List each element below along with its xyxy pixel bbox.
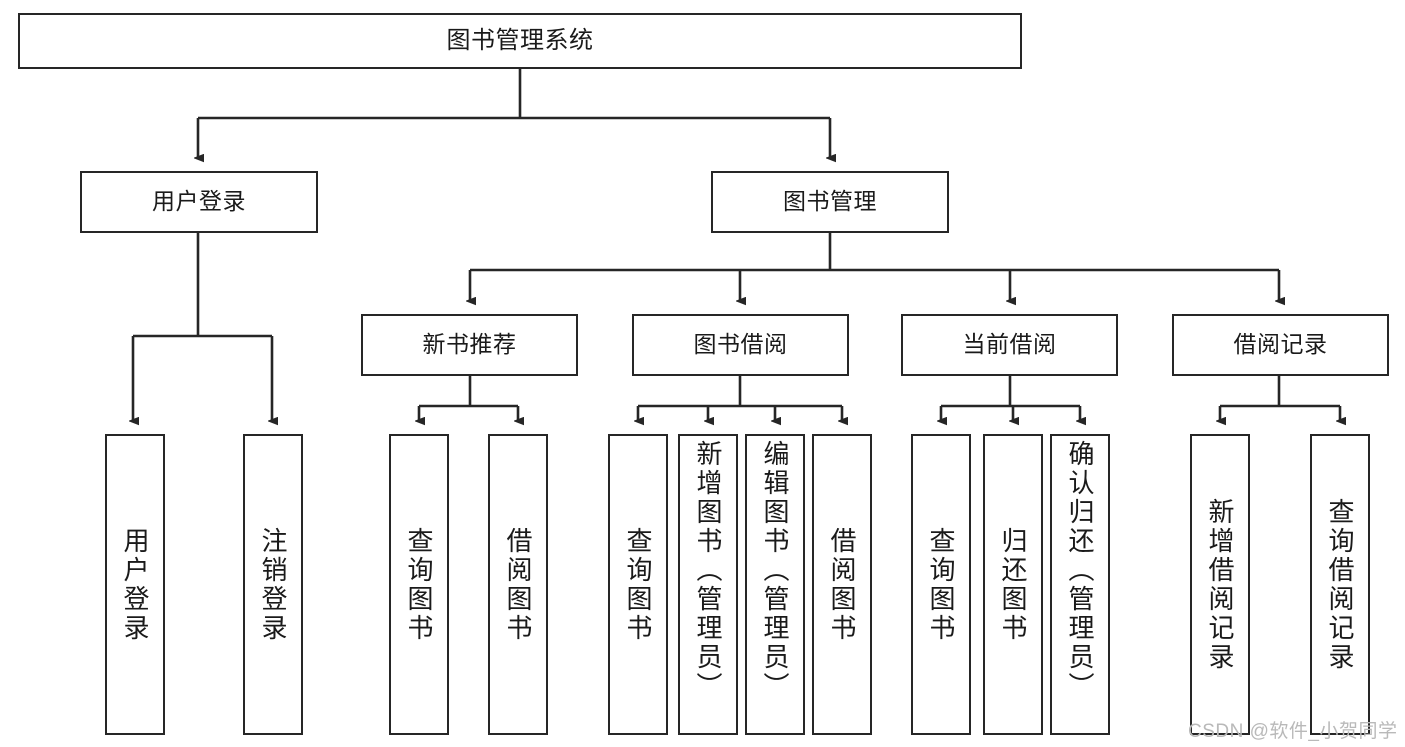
node-leaf-user-login[interactable]: 用户登录: [105, 434, 165, 735]
node-leaf-confirm-return-admin[interactable]: 确认归还（管理员）: [1050, 434, 1110, 735]
node-leaf-query-book-3-label: 查询图书: [926, 526, 956, 643]
node-leaf-logout-login-label: 注销登录: [258, 526, 288, 643]
node-book-borrow[interactable]: 图书借阅: [632, 314, 849, 376]
node-leaf-borrow-book-2-label: 借阅图书: [827, 526, 857, 643]
csdn-watermark: CSDN @软件_小贺同学: [1188, 721, 1398, 742]
node-borrow-record[interactable]: 借阅记录: [1172, 314, 1389, 376]
node-leaf-query-book-2[interactable]: 查询图书: [608, 434, 668, 735]
node-book-management-label: 图书管理: [783, 188, 877, 215]
node-current-borrow-label: 当前借阅: [962, 331, 1057, 358]
node-leaf-user-login-label: 用户登录: [120, 526, 150, 643]
node-leaf-logout-login[interactable]: 注销登录: [243, 434, 303, 735]
node-leaf-borrow-book-1[interactable]: 借阅图书: [488, 434, 548, 735]
node-leaf-confirm-return-admin-label: 确认归还（管理员）: [1065, 440, 1095, 701]
node-leaf-edit-book-admin[interactable]: 编辑图书（管理员）: [745, 434, 805, 735]
node-new-book-recommend[interactable]: 新书推荐: [361, 314, 578, 376]
node-leaf-query-borrow-record-label: 查询借阅记录: [1325, 497, 1355, 672]
node-leaf-add-borrow-record[interactable]: 新增借阅记录: [1190, 434, 1250, 735]
node-new-book-recommend-label: 新书推荐: [422, 331, 517, 358]
node-leaf-edit-book-admin-label: 编辑图书（管理员）: [760, 440, 790, 701]
node-leaf-borrow-book-1-label: 借阅图书: [503, 526, 533, 643]
node-leaf-add-book-admin[interactable]: 新增图书（管理员）: [678, 434, 738, 735]
node-leaf-query-book-1-label: 查询图书: [404, 526, 434, 643]
node-user-login-label: 用户登录: [152, 188, 246, 215]
node-leaf-borrow-book-2[interactable]: 借阅图书: [812, 434, 872, 735]
node-leaf-query-book-3[interactable]: 查询图书: [911, 434, 971, 735]
node-user-login[interactable]: 用户登录: [80, 171, 318, 233]
node-leaf-query-borrow-record[interactable]: 查询借阅记录: [1310, 434, 1370, 735]
node-book-management[interactable]: 图书管理: [711, 171, 949, 233]
node-current-borrow[interactable]: 当前借阅: [901, 314, 1118, 376]
node-leaf-query-book-2-label: 查询图书: [623, 526, 653, 643]
node-leaf-query-book-1[interactable]: 查询图书: [389, 434, 449, 735]
node-leaf-return-book[interactable]: 归还图书: [983, 434, 1043, 735]
node-book-borrow-label: 图书借阅: [693, 331, 788, 358]
node-leaf-return-book-label: 归还图书: [998, 526, 1028, 643]
node-borrow-record-label: 借阅记录: [1233, 331, 1328, 358]
node-root-system[interactable]: 图书管理系统: [18, 13, 1022, 69]
node-root-system-label: 图书管理系统: [446, 26, 594, 54]
node-leaf-add-borrow-record-label: 新增借阅记录: [1205, 497, 1235, 672]
node-leaf-add-book-admin-label: 新增图书（管理员）: [693, 440, 723, 701]
